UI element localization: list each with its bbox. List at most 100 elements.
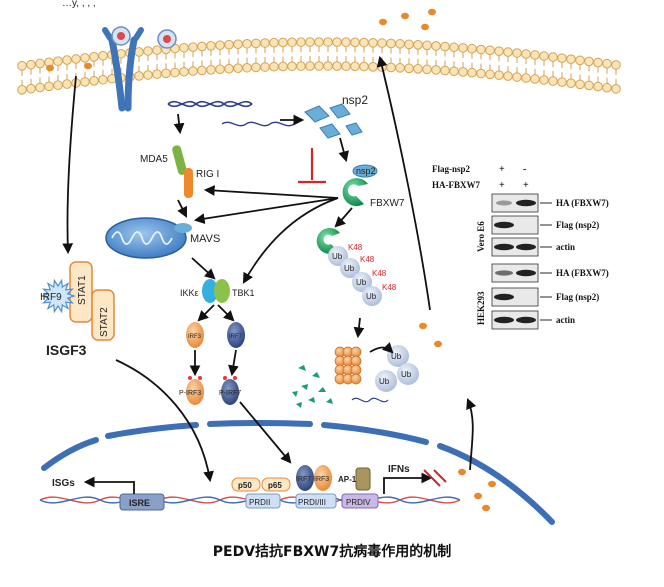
irf7-protein <box>227 322 245 348</box>
blot-header-row-2: HA-FBXW7 <box>432 180 480 190</box>
p50-protein <box>231 477 261 492</box>
free-ub-label: Ub <box>379 377 390 386</box>
fbxw7-nsp2-complex <box>342 164 378 207</box>
mavs-label: MAVS <box>190 233 220 245</box>
irf7-nuclear-label: IRF7 <box>296 476 311 483</box>
irf7-nuclear <box>296 465 314 491</box>
rig-i-label: RIG I <box>196 169 219 180</box>
blot-header-row-1-mark-2: - <box>523 164 526 175</box>
peptide-fragments <box>292 365 333 408</box>
blot-cell-line-hek: HEK293 <box>476 291 486 325</box>
blot-strip <box>491 237 539 257</box>
blot-header-row-2-mark-2: + <box>523 180 529 191</box>
ifn-dots-extracellular <box>46 8 436 72</box>
blot-header-row-1: Flag-nsp2 <box>432 164 471 174</box>
isgf3-label: ISGF3 <box>46 342 87 358</box>
irf3-label: IRF3 <box>188 334 202 340</box>
blot-band-label: actin <box>556 315 575 325</box>
irf3-nuclear <box>314 465 332 491</box>
western-blot-panel: Flag-nsp2 + - HA-FBXW7 + + Vero E6 HEK29… <box>432 164 609 330</box>
virus-particle <box>111 26 131 46</box>
viral-rna-single <box>221 121 295 127</box>
interferon-receptor <box>102 27 144 112</box>
p65-protein <box>261 477 291 492</box>
stat1-label: STAT1 <box>77 275 88 305</box>
ub-bead-label: Ub <box>344 264 355 273</box>
nsp2-proteins <box>304 103 363 139</box>
diagram-title: PEDV拮抗FBXW7抗病毒作用的机制 <box>212 544 452 560</box>
p-irf7-protein <box>221 379 239 405</box>
isgs-arrow <box>83 476 135 494</box>
isgf3-complex <box>40 261 115 341</box>
prdii-label: PRDII <box>249 498 270 507</box>
ub-bead-label: Ub <box>332 252 343 261</box>
blot-header-row-1-mark-1: + <box>499 164 505 175</box>
isre-label: ISRE <box>129 498 150 508</box>
p-irf3-label: P-IRF3 <box>179 390 201 397</box>
viral-rna-helix <box>167 100 253 108</box>
ubiquitin-bead <box>352 272 372 292</box>
blot-strip <box>491 193 539 213</box>
nsp2-bound-label: nsp2 <box>356 166 376 176</box>
k48-label: K48 <box>360 255 375 264</box>
irf3-nuclear-label: IRF3 <box>314 476 329 483</box>
blot-header-row-2-mark-1: + <box>499 180 505 191</box>
mda5-protein <box>172 145 187 175</box>
pathway-arrows <box>62 55 477 483</box>
virus-particle <box>157 29 177 49</box>
ubiquitin-bead <box>362 286 382 306</box>
nsp2-inhibition <box>298 148 326 184</box>
irf3-protein <box>186 322 204 348</box>
blot-band-label: Flag (nsp2) <box>556 220 599 230</box>
ub-bead-label: Ub <box>356 278 367 287</box>
blot-strip <box>491 310 539 330</box>
k48-label: K48 <box>382 283 397 292</box>
header-fragment: …y, , , , <box>62 0 96 9</box>
isgs-label: ISGs <box>52 478 75 489</box>
fbxw7-label: FBXW7 <box>370 198 405 209</box>
p65-label: p65 <box>268 481 282 490</box>
blot-band-label: Flag (nsp2) <box>556 292 599 302</box>
blot-strip <box>491 287 539 307</box>
stat2-label: STAT2 <box>99 307 110 337</box>
proteasome <box>334 346 362 385</box>
isre-element <box>119 493 165 511</box>
p50-label: p50 <box>238 481 252 490</box>
free-ub-label: Ub <box>401 370 412 379</box>
cell-membrane <box>17 37 621 95</box>
blot-strip <box>491 263 539 283</box>
nuclear-envelope <box>41 420 555 525</box>
blot-band-label: HA (FBXW7) <box>556 268 609 278</box>
ifns-label: IFNs <box>388 464 410 475</box>
prdi-iii-label: PRDI/III <box>298 498 326 507</box>
prdi-iii-element <box>295 493 337 509</box>
mitochondrion <box>105 217 192 259</box>
ikke-label: IKKε <box>180 288 199 298</box>
ub-bead-label: Ub <box>366 292 377 301</box>
mda5-label: MDA5 <box>140 154 168 165</box>
rna-fragment <box>351 397 389 403</box>
blot-band-label: actin <box>556 242 575 252</box>
blot-strip <box>491 215 539 235</box>
k48-label: K48 <box>372 269 387 278</box>
ap1-label: AP-1 <box>338 475 357 484</box>
irf9-label: IRF9 <box>40 292 62 303</box>
irf7-label: IRF7 <box>229 334 243 340</box>
ap1-protein <box>355 467 371 491</box>
blot-band-label: HA (FBXW7) <box>556 198 609 208</box>
prdiv-element <box>341 493 379 509</box>
ifn-dots-intracellular <box>419 322 496 512</box>
ubiquitin-bead <box>340 258 360 278</box>
ifns-export-block <box>423 469 447 487</box>
rig-i-protein <box>184 168 193 198</box>
free-ub-label: Ub <box>391 352 402 361</box>
phosphate-marks <box>188 376 237 380</box>
ikke-tbk1-complex <box>202 279 230 303</box>
blot-cell-line-vero: Vero E6 <box>476 221 486 252</box>
prdii-element <box>245 493 281 509</box>
k48-label: K48 <box>348 243 363 252</box>
p-irf3-protein <box>186 379 204 405</box>
tbk1-label: TBK1 <box>232 288 255 298</box>
